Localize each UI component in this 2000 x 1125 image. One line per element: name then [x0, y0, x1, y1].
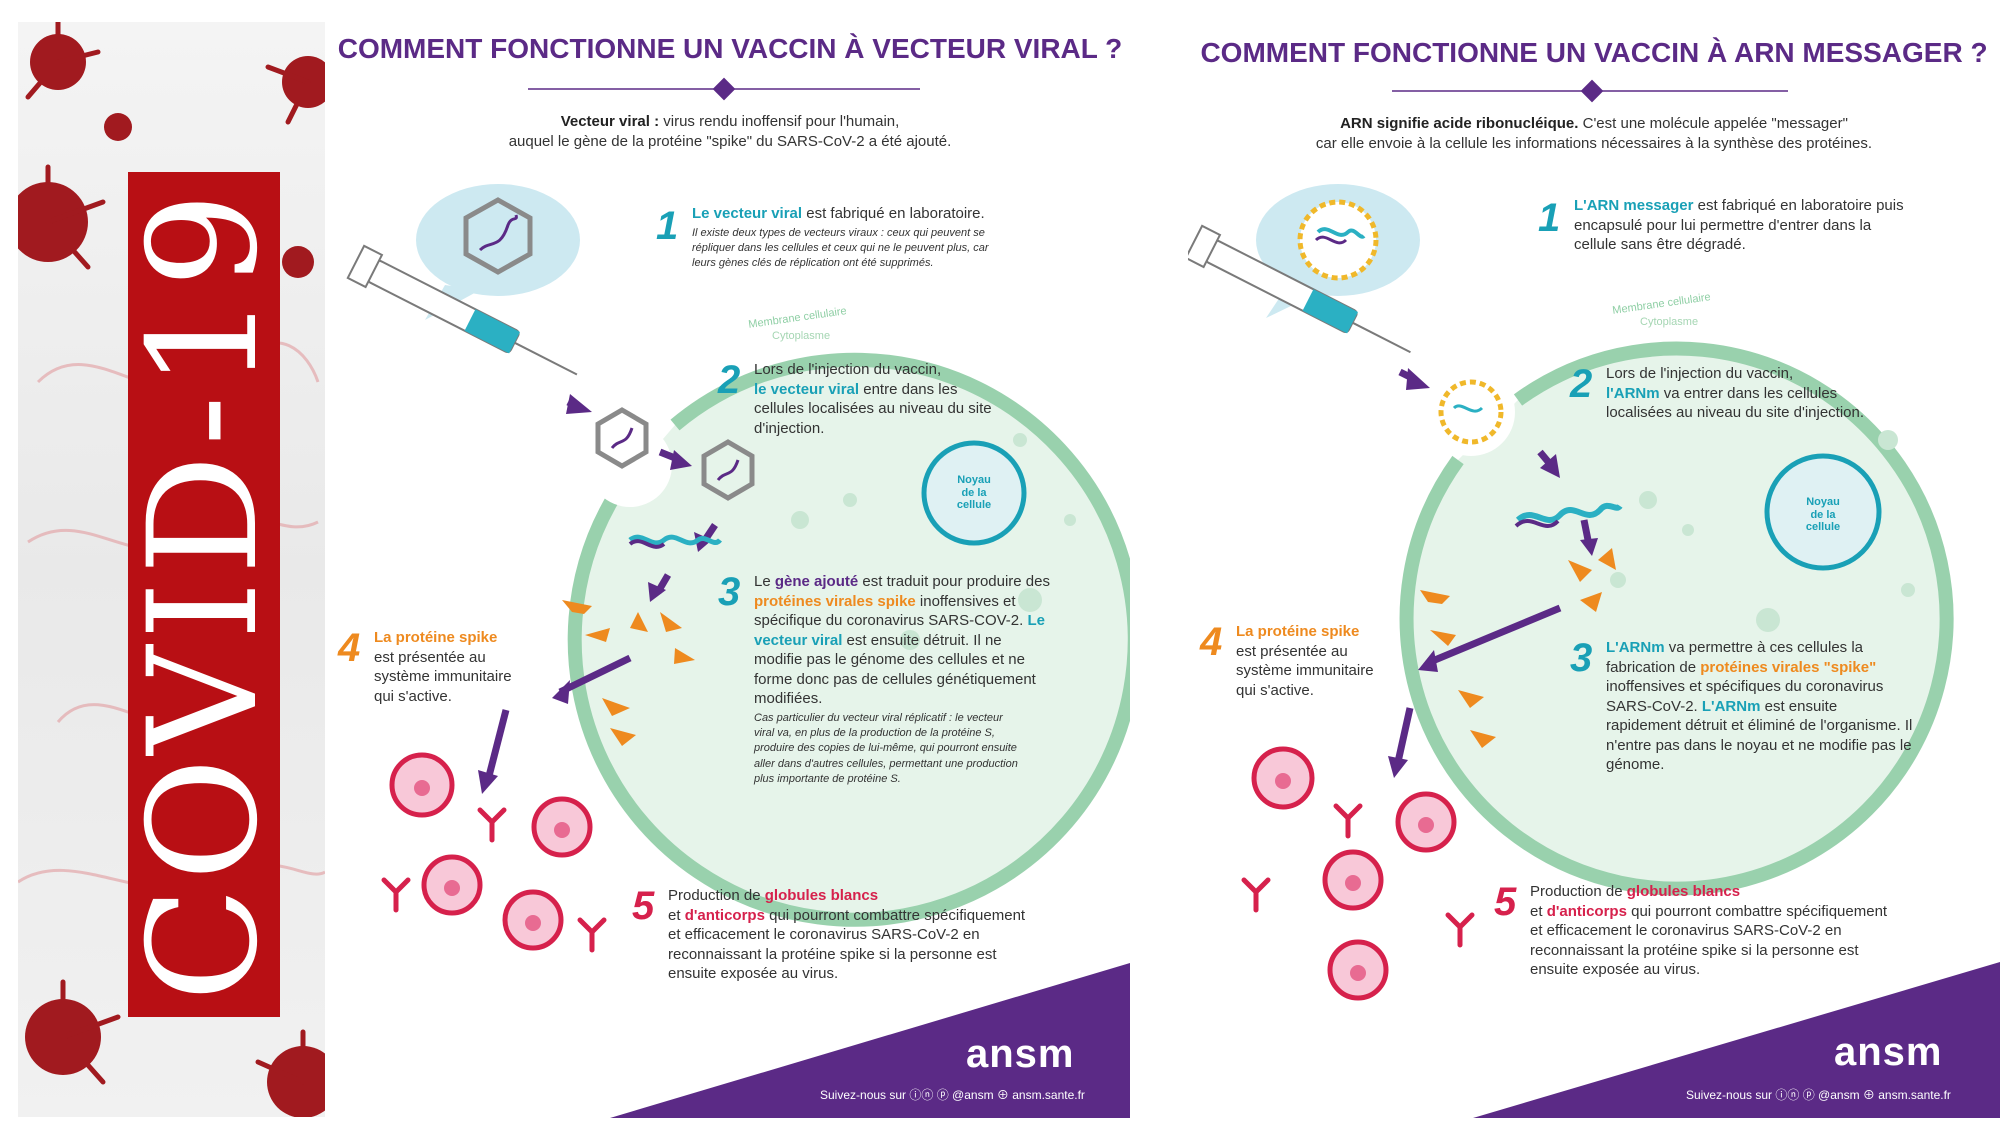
intro-line2: car elle envoie à la cellule les informa… — [1315, 135, 1873, 153]
step-highlight-spike: protéines virales spike — [754, 592, 916, 610]
ansm-logo[interactable]: ansm — [1834, 1030, 1943, 1074]
step-text-4: est ensuite détruit. Il ne modifie pas l… — [754, 631, 1036, 708]
intro-rest: virus rendu inoffensif pour l'humain, — [659, 113, 900, 130]
step-number: 2 — [1570, 362, 1593, 406]
intro-bold: Vecteur viral : — [560, 113, 660, 130]
ansm-logo[interactable]: ansm — [966, 1032, 1075, 1076]
step-5: 5 Production de globules blancs et d'ant… — [632, 886, 1028, 984]
covid-title-box: COVID-19 — [117, 172, 291, 1017]
step-text-2: entre dans les cellules localisées au ni… — [754, 380, 992, 437]
intro-bold: ARN signifie acide ribonucléique. — [1340, 115, 1579, 132]
covid-banner: COVID-19 — [18, 22, 325, 1117]
step-highlight-arnm-2: L'ARNm — [1701, 697, 1761, 715]
step-number: 3 — [718, 570, 741, 614]
noyau-label: Noyau de la cellule — [1793, 496, 1853, 534]
step-3: 3 Le gène ajouté est traduit pour produi… — [718, 572, 1054, 787]
step-highlight-vector: Le vecteur viral — [754, 612, 1045, 649]
step-number: 5 — [1494, 880, 1517, 924]
panel-arn-messager: COMMENT FONCTIONNE UN VACCIN À ARN MESSA… — [1188, 0, 2000, 1125]
step-1: 1 Le vecteur viral est fabriqué en labor… — [656, 204, 1012, 272]
vecteur-viral-illustration — [346, 77, 1130, 1118]
step-highlight: La protéine spike — [1236, 623, 1360, 640]
step-text: est présentée au système immunitaire qui… — [1236, 642, 1374, 699]
step-text: est présentée au système immunitaire qui… — [374, 648, 512, 705]
step-highlight-antibodies: d'anticorps — [684, 906, 765, 924]
intro-rest: C'est une molécule appelée "messager" — [1578, 115, 1848, 132]
step-highlight-wbc: globules blancs — [764, 887, 879, 904]
step-1: 1 L'ARN messager est fabriqué en laborat… — [1538, 196, 1904, 255]
step-5: 5 Production de globules blancs et d'ant… — [1494, 882, 1890, 980]
step-highlight-spike: protéines virales "spike" — [1700, 658, 1877, 676]
noyau-label: Noyau de la cellule — [944, 474, 1004, 512]
step-text-3: est ensuite rapidement détruit et élimin… — [1606, 697, 1913, 774]
step-text-2: est traduit pour produire des — [858, 573, 1050, 590]
step-highlight: L'ARN messager — [1574, 197, 1694, 214]
footer-triangle — [1473, 962, 2000, 1118]
step-2: 2 Lors de l'injection du vaccin, le vect… — [718, 360, 994, 438]
step-number: 1 — [1538, 196, 1561, 240]
noyau-line2: de la — [1810, 508, 1836, 521]
panel-title: COMMENT FONCTIONNE UN VACCIN À ARN MESSA… — [1200, 37, 1988, 68]
step-number: 4 — [1200, 620, 1223, 664]
noyau-line1: Noyau — [1806, 496, 1840, 508]
step-4: 4 La protéine spike est présentée au sys… — [338, 628, 524, 706]
step-text: Lors de l'injection du vaccin, — [754, 361, 942, 378]
cytoplasm-label: Cytoplasme — [1640, 316, 1699, 328]
virus-pattern-icon — [18, 22, 325, 1117]
step-text-3: qui pourront combattre spécifiquement et… — [1530, 902, 1888, 979]
arn-messager-illustration — [1188, 79, 2000, 1118]
step-text: est fabriqué en laboratoire puis encapsu… — [1574, 197, 1904, 253]
step-number: 5 — [632, 884, 655, 928]
step-text: est fabriqué en laboratoire. — [802, 205, 985, 222]
step-highlight-antibodies: d'anticorps — [1546, 902, 1627, 920]
cytoplasm-label: Cytoplasme — [772, 330, 831, 342]
step-highlight: l'ARNm — [1606, 384, 1660, 402]
step-text-2: va entrer dans les cellules localisées a… — [1606, 384, 1865, 422]
noyau-line3: cellule — [1805, 521, 1841, 534]
step-4: 4 La protéine spike est présentée au sys… — [1200, 622, 1386, 700]
step-text-2: inoffensives et spécifiques du coronavir… — [1606, 678, 1884, 715]
intro-text: ARN signifie acide ribonucléique. C'est … — [1284, 114, 1904, 155]
step-highlight: le vecteur viral — [754, 380, 860, 398]
step-highlight: Le vecteur viral — [692, 205, 803, 222]
step-text: Production de — [1530, 883, 1627, 900]
intro-line2: auquel le gène de la protéine "spike" du… — [508, 133, 952, 151]
step-highlight: La protéine spike — [374, 629, 498, 646]
intro-text: Vecteur viral : virus rendu inoffensif p… — [450, 112, 1010, 153]
step-number: 1 — [656, 204, 679, 248]
noyau-line1: Noyau — [957, 474, 991, 486]
panel-vecteur-viral: COMMENT FONCTIONNE UN VACCIN À VECTEUR V… — [330, 0, 1130, 1125]
step-number: 4 — [338, 626, 361, 670]
step-text: Le — [754, 573, 775, 590]
step-3: 3 L'ARNm va permettre à ces cellules la … — [1570, 638, 1916, 775]
noyau-line3: cellule — [956, 499, 992, 512]
step-note: Il existe deux types de vecteurs viraux … — [692, 226, 989, 270]
step-text-3: inoffensives et spécifique du coronaviru… — [754, 592, 1028, 630]
follow-links[interactable]: Suivez-nous sur ⓘⓝ ⓟ @ansm ⊕ ansm.sante.… — [1686, 1088, 1951, 1102]
footer-triangle — [610, 963, 1130, 1118]
step-2: 2 Lors de l'injection du vaccin, l'ARNm … — [1570, 364, 1906, 423]
noyau-line2: de la — [961, 486, 987, 499]
step-highlight-arnm: L'ARNm — [1606, 639, 1665, 656]
step-text: Production de — [668, 887, 765, 904]
step-text-3: qui pourront combattre spécifiquement et… — [668, 906, 1026, 983]
panel-title: COMMENT FONCTIONNE UN VACCIN À VECTEUR V… — [337, 33, 1123, 64]
step-text: Lors de l'injection du vaccin, — [1606, 365, 1794, 382]
step-highlight-gene: gène ajouté — [774, 573, 859, 590]
follow-links[interactable]: Suivez-nous sur ⓘⓝ ⓟ @ansm ⊕ ansm.sante.… — [820, 1088, 1085, 1102]
step-highlight-wbc: globules blancs — [1626, 883, 1741, 900]
step-note: Cas particulier du vecteur viral réplica… — [754, 711, 1018, 786]
step-number: 3 — [1570, 636, 1593, 680]
step-text-2: et — [1530, 902, 1547, 920]
step-text: va permettre à ces cellules la fabricati… — [1606, 639, 1863, 676]
step-text-2: et — [668, 906, 685, 924]
covid-title: COVID-19 — [117, 186, 291, 1002]
step-number: 2 — [718, 358, 741, 402]
